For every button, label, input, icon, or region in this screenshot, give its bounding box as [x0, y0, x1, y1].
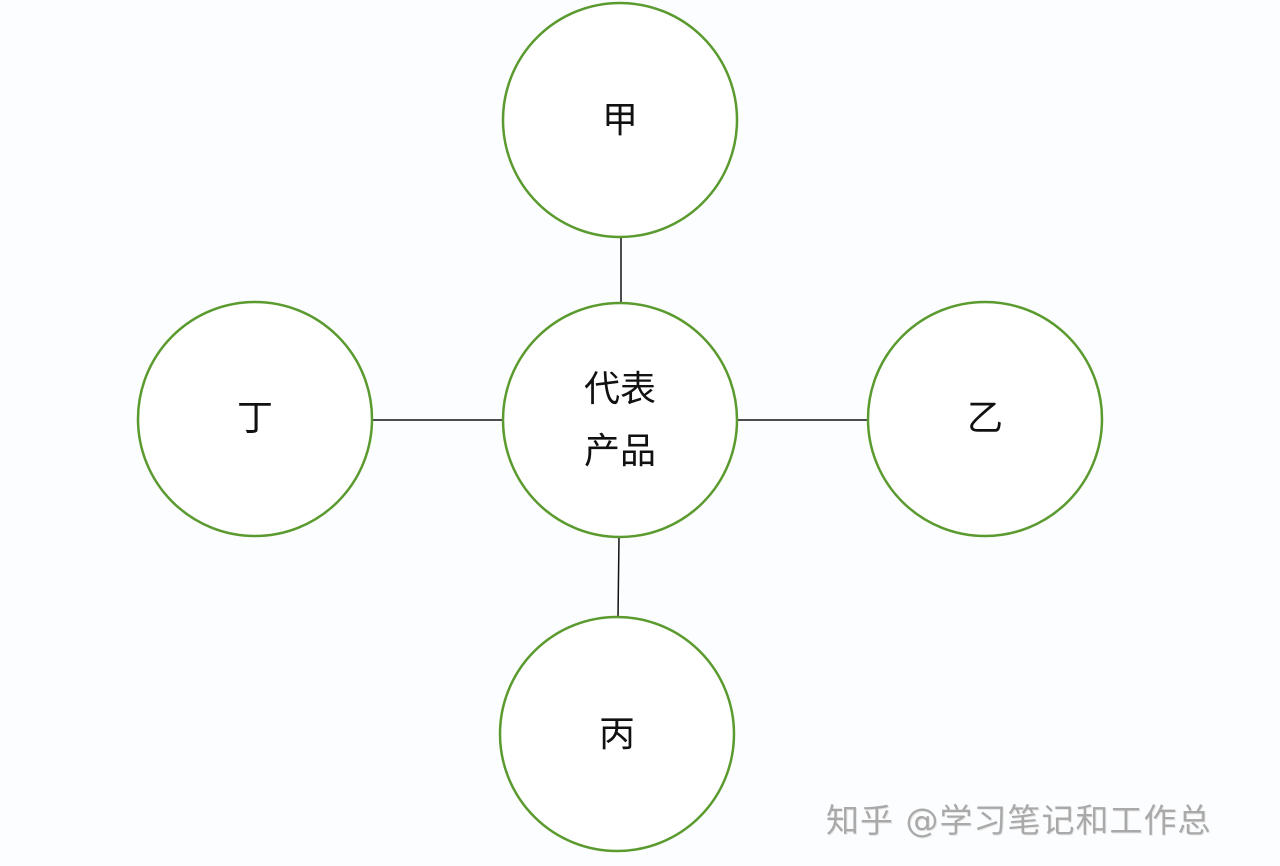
node-left-label: 丁 — [237, 398, 273, 439]
node-right-circle — [866, 300, 1104, 538]
node-left-circle — [136, 300, 374, 538]
node-top-label: 甲 — [602, 100, 638, 141]
node-bottom-label: 丙 — [599, 714, 635, 755]
connector-bottom — [617, 536, 620, 618]
node-bottom-circle — [498, 615, 736, 853]
node-top-circle — [501, 1, 739, 239]
node-center-label-line2: 产品 — [584, 431, 656, 472]
watermark: 知乎 @学习笔记和工作总 — [826, 801, 1212, 840]
node-center-label-line1: 代表 — [584, 369, 656, 410]
node-center-circle — [501, 301, 739, 539]
node-right-label: 乙 — [967, 398, 1003, 439]
